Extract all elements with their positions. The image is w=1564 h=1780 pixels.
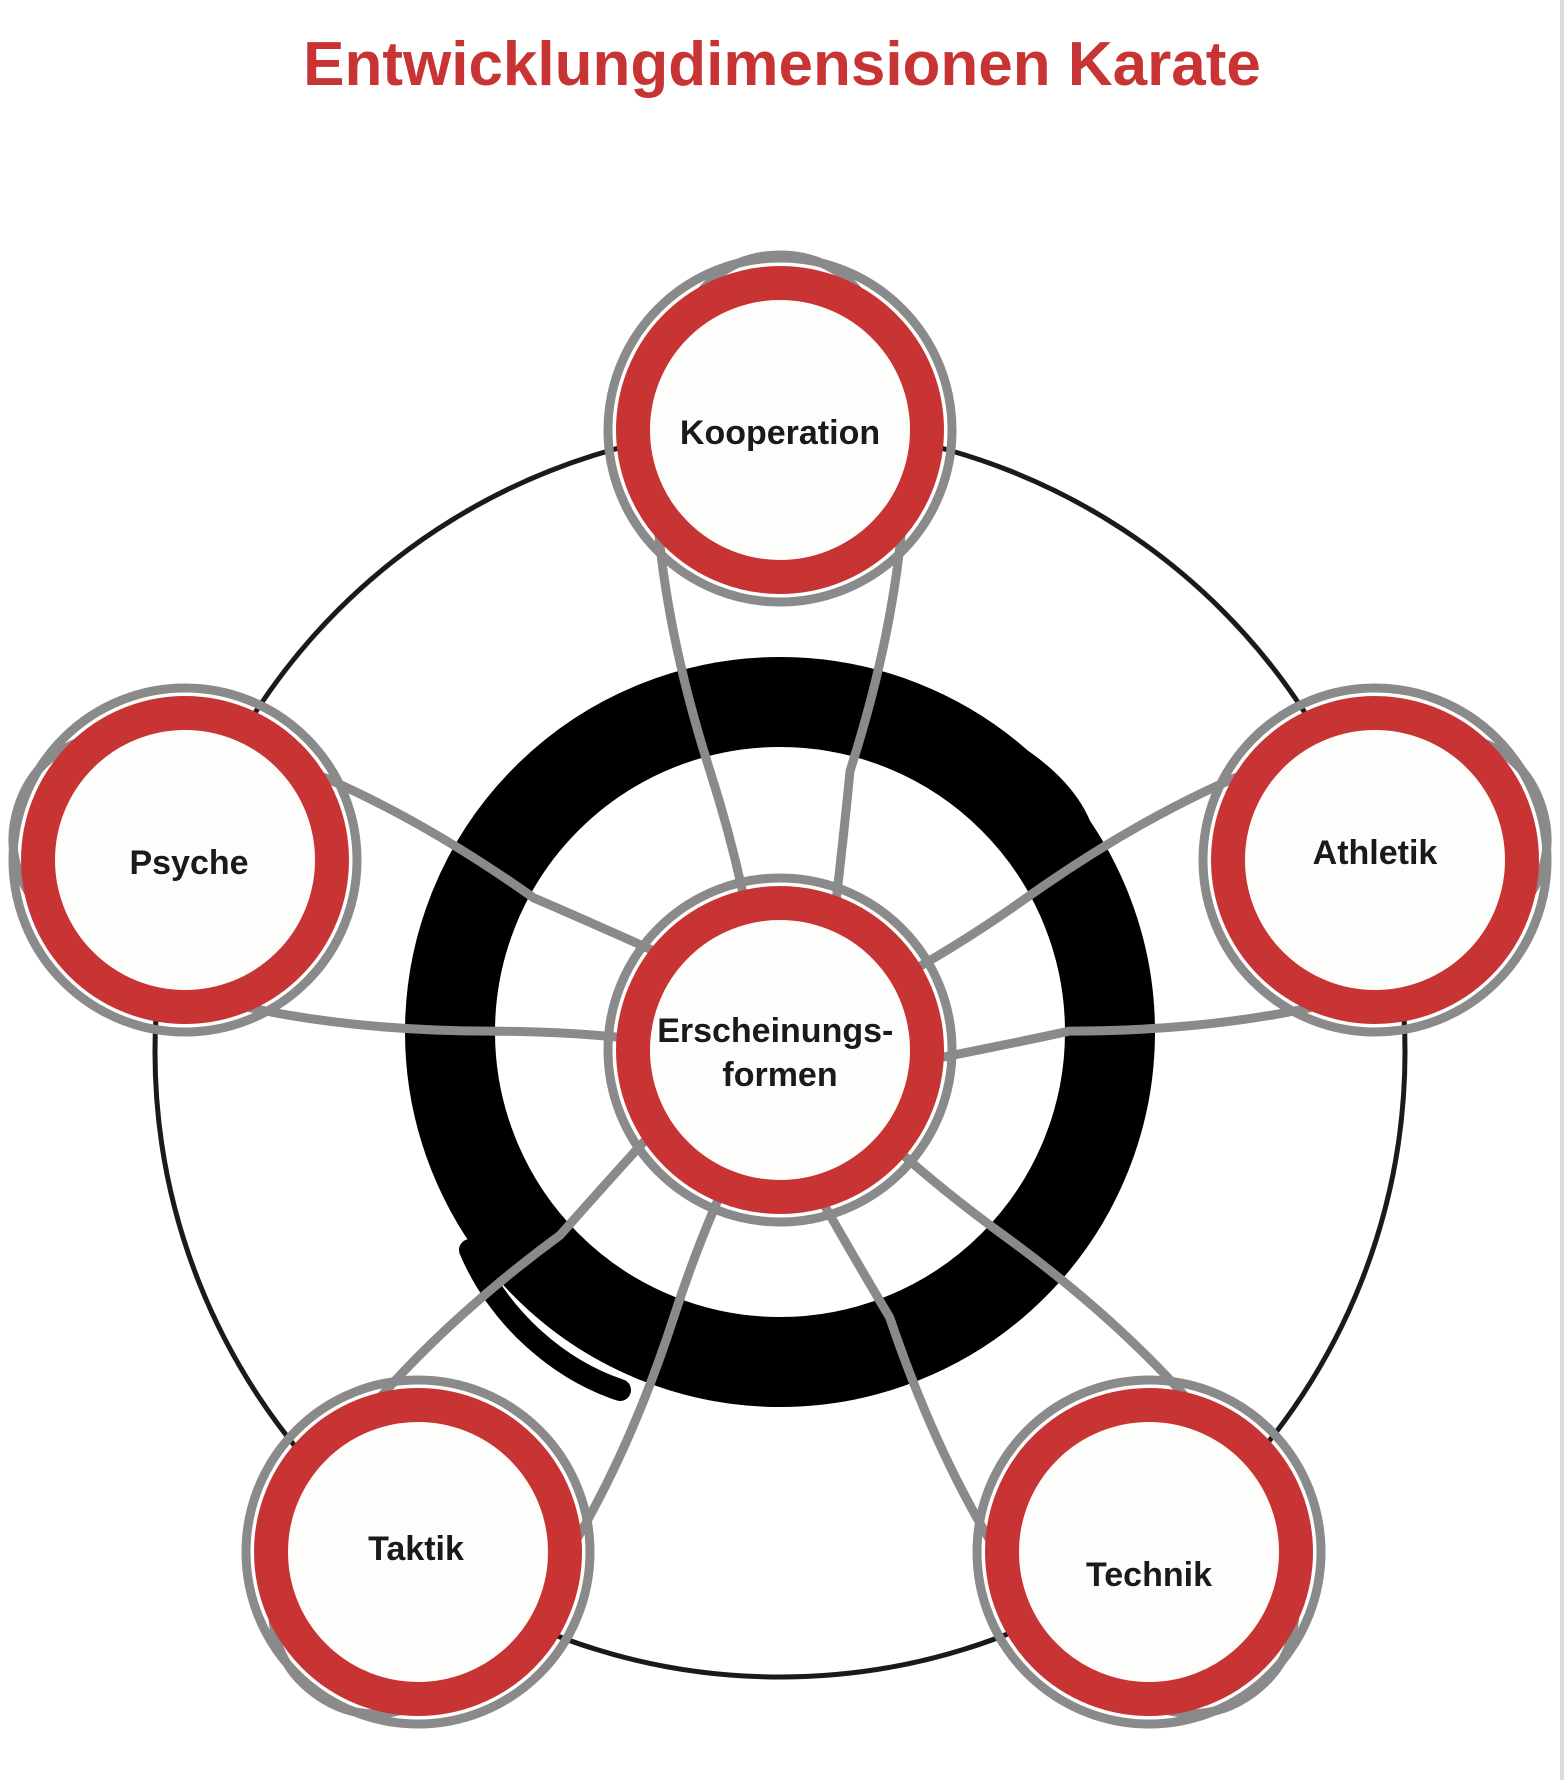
node-taktik: Taktik	[241, 1375, 595, 1729]
node-technik: Technik	[972, 1375, 1326, 1729]
page-title: Entwicklungdimensionen Karate	[303, 30, 1261, 99]
label-taktik: Taktik	[368, 1530, 464, 1568]
label-athletik: Athletik	[1313, 834, 1438, 872]
label-technik: Technik	[1086, 1556, 1212, 1594]
center-label-line-1: Erscheinungs-	[657, 1012, 893, 1050]
svg-text:Erscheinungs- formen: Erscheinungs- formen	[657, 1012, 903, 1094]
label-kooperation: Kooperation	[680, 414, 880, 452]
center-label-line-2: formen	[722, 1056, 837, 1094]
label-psyche: Psyche	[129, 844, 248, 882]
node-athletik: Athletik	[1198, 683, 1552, 1037]
node-psyche: Psyche	[8, 683, 362, 1037]
center-node: Erscheinungs- formen	[603, 873, 957, 1227]
page-edge	[1560, 0, 1564, 1780]
node-kooperation: Kooperation	[603, 253, 957, 607]
